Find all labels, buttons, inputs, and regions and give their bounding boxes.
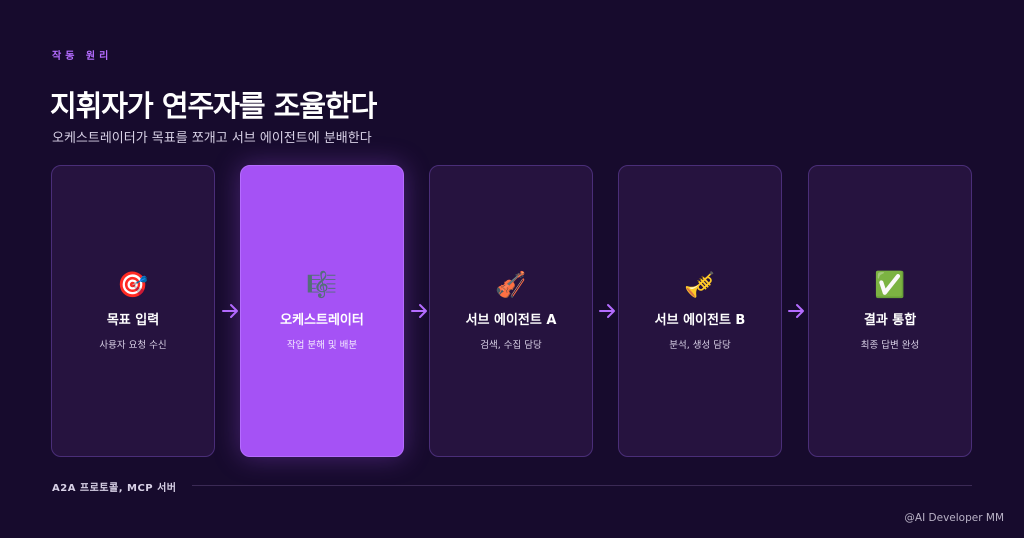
step-description: 분석, 생성 담당	[669, 340, 731, 351]
violin-icon: 🎻	[495, 270, 527, 299]
step-description: 검색, 수집 담당	[480, 340, 542, 351]
footer-note: A2A 프로토콜, MCP 서버	[52, 483, 177, 494]
step-description: 사용자 요청 수신	[99, 340, 167, 351]
step-title: 목표 입력	[106, 313, 160, 328]
eyebrow-label: 작동 원리	[52, 51, 113, 62]
footer-divider	[192, 485, 972, 486]
step-card-sub-agent-a: 🎻 서브 에이전트 A 검색, 수집 담당	[429, 165, 593, 457]
step-description: 작업 분해 및 배분	[286, 340, 358, 351]
arrow-right-icon	[411, 304, 427, 318]
workflow-diagram: 🎯 목표 입력 사용자 요청 수신 🎼 오케스트레이터 작업 분해 및 배분 🎻…	[51, 165, 973, 458]
step-card-sub-agent-b: 🎺 서브 에이전트 B 분석, 생성 담당	[618, 165, 782, 457]
step-description: 최종 답변 완성	[860, 340, 920, 351]
credit-text: @AI Developer MM	[904, 512, 1004, 524]
musical-score-icon: 🎼	[306, 270, 338, 299]
target-icon: 🎯	[117, 270, 149, 299]
page-subtitle: 오케스트레이터가 목표를 쪼개고 서브 에이전트에 분배한다	[52, 131, 372, 146]
arrow-right-icon	[788, 304, 804, 318]
arrow-right-icon	[222, 304, 238, 318]
step-card-result-integration: ✅ 결과 통합 최종 답변 완성	[808, 165, 972, 457]
page-title: 지휘자가 연주자를 조율한다	[50, 89, 377, 123]
step-title: 서브 에이전트 B	[654, 313, 746, 328]
trumpet-icon: 🎺	[684, 270, 716, 299]
step-title: 서브 에이전트 A	[465, 313, 557, 328]
step-title: 오케스트레이터	[280, 313, 364, 328]
arrow-right-icon	[599, 304, 615, 318]
step-title: 결과 통합	[863, 313, 917, 328]
step-card-orchestrator: 🎼 오케스트레이터 작업 분해 및 배분	[240, 165, 404, 457]
check-mark-icon: ✅	[874, 270, 906, 299]
step-card-goal-input: 🎯 목표 입력 사용자 요청 수신	[51, 165, 215, 457]
